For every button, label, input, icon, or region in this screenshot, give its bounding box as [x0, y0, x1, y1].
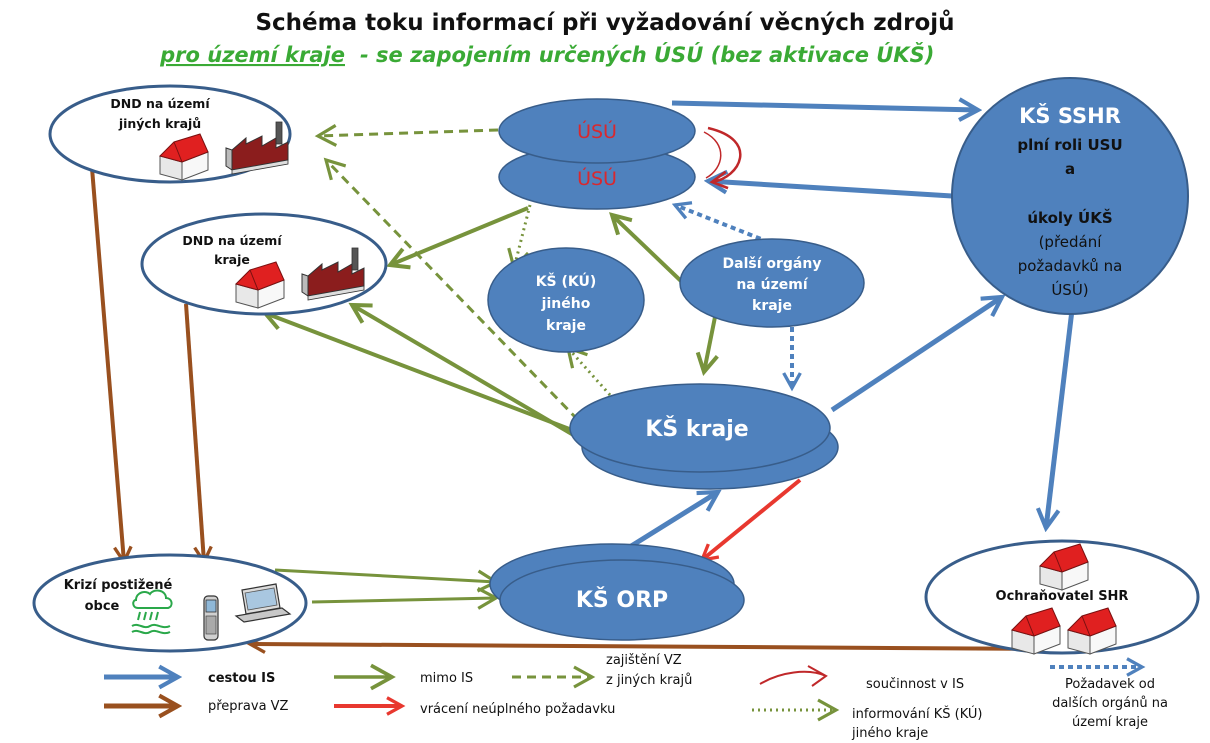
legend-request-line2: dalších orgánů na	[1052, 696, 1168, 711]
arrow-usu-cooperation-inner	[703, 131, 722, 179]
arrow-obce-to-orp-2	[311, 586, 500, 610]
arrow-orp-to-kraje	[626, 492, 718, 551]
legend-cooperation: součinnost v IS	[866, 677, 964, 692]
municipalities-shape	[32, 553, 308, 653]
ks-sshr-line1: KŠ SSHR	[1019, 103, 1121, 128]
legend-inform-line1: informování KŠ (KÚ)	[852, 706, 983, 722]
usu-top-shape	[498, 98, 696, 164]
usu-top-label: ÚSÚ	[577, 119, 617, 143]
other-bodies-line1: Další orgány	[723, 256, 822, 272]
arrow-kraje-to-orp-return	[702, 478, 802, 560]
arrow-other-organs-to-kraje	[704, 311, 716, 372]
ks-kraje-label: KŠ kraje	[645, 416, 748, 442]
legend-secure-vz-line1: zajištění VZ	[606, 653, 682, 668]
dnd-other-line1: DND na území	[110, 96, 210, 111]
legend-red-curve-arrow	[759, 665, 828, 687]
arrow-kraje-to-ksku	[565, 345, 612, 396]
other-bodies-shape	[679, 238, 865, 328]
node-protector: Ochraňovatel SHR	[924, 539, 1200, 655]
node-ks-orp: KŠ ORP	[489, 543, 745, 641]
usu-bottom-label: ÚSÚ	[577, 166, 617, 190]
node-ks-kraje: KŠ kraje	[569, 383, 839, 490]
legend-return-incomplete: vrácení neúplného požadavku	[420, 702, 615, 717]
ks-sshr-line5: (předání	[1039, 233, 1103, 251]
arrow-other-organs-to-usu	[612, 215, 684, 284]
ks-ku-line3: kraje	[546, 318, 586, 334]
legend-inform-line2: jiného kraje	[851, 726, 928, 741]
ks-sshr-shape	[951, 77, 1189, 315]
arrow-kraje-to-sshr	[830, 297, 1002, 413]
ks-sshr-line3: a	[1065, 160, 1075, 178]
ks-sshr-line4: úkoly ÚKŠ	[1027, 208, 1112, 227]
node-dnd-region: DND na území kraje	[140, 212, 388, 316]
municipalities-line1: Krizí postižené	[64, 578, 173, 593]
protector-shape	[924, 539, 1200, 655]
ks-ku-line2: jiného	[541, 296, 591, 312]
ks-ku-line1: KŠ (KÚ)	[536, 272, 597, 290]
legend-secure-vz-line2: z jiných krajů	[606, 673, 692, 688]
node-ks-ku: KŠ (KÚ) jiného kraje	[487, 247, 645, 353]
ks-sshr-line7: ÚSÚ)	[1051, 280, 1088, 299]
node-usu: ÚSÚ ÚSÚ	[498, 98, 696, 210]
legend: cestou IS mimo IS zajištění VZ z jiných …	[104, 653, 1168, 741]
arrow-kraje-to-dnd-region-1	[265, 313, 573, 432]
legend-request-line1: Požadavek od	[1065, 677, 1155, 692]
flood-icon	[131, 589, 173, 635]
arrow-dnd-other-to-obce	[90, 167, 124, 562]
arrow-sshr-to-usu	[708, 181, 953, 199]
dnd-region-line1: DND na území	[182, 233, 282, 248]
arrow-sshr-to-protector	[1046, 309, 1075, 528]
protector-label: Ochraňovatel SHR	[996, 589, 1129, 604]
dnd-other-line2: jiných krajů	[118, 116, 201, 131]
ks-kraje-shape	[569, 383, 831, 473]
ks-ku-shape	[487, 247, 645, 353]
phone-icon	[203, 595, 219, 641]
legend-via-is: cestou IS	[208, 671, 275, 686]
arrow-usu-to-dnd-other	[314, 124, 499, 147]
diagram-title: Schéma toku informací při vyžadování věc…	[255, 9, 954, 36]
arrow-kraje-to-dnd-region-2	[352, 305, 584, 442]
arrow-usu-to-dnd-region	[390, 206, 529, 265]
ks-orp-shape	[499, 559, 745, 641]
ks-sshr-line2: plní roli USU	[1017, 136, 1122, 154]
laptop-icon	[234, 583, 292, 623]
arrow-obce-to-orp-1	[274, 568, 500, 593]
arrow-kraje-to-dnd-other	[323, 157, 580, 422]
arrow-dnd-region-to-obce	[184, 303, 204, 562]
other-bodies-line3: kraje	[752, 298, 792, 314]
arrow-usu-to-sshr	[671, 103, 978, 110]
node-other-bodies: Další orgány na území kraje	[679, 238, 865, 328]
node-municipalities: Krizí postižené obce	[32, 553, 308, 653]
node-dnd-other: DND na území jiných krajů	[48, 84, 292, 184]
legend-outside-is: mimo IS	[420, 671, 473, 686]
arrow-usu-to-ksku	[507, 204, 532, 272]
other-bodies-line2: na území	[736, 277, 808, 293]
ks-orp-label: KŠ ORP	[576, 587, 668, 613]
subtitle-rest: - se zapojením určených ÚSÚ (bez aktivac…	[360, 42, 934, 67]
legend-transport: přeprava VZ	[208, 699, 289, 714]
node-ks-sshr: KŠ SSHR plní roli USU a úkoly ÚKŠ (předá…	[951, 77, 1189, 315]
municipalities-line2: obce	[85, 599, 120, 614]
legend-request-line3: území kraje	[1072, 715, 1148, 730]
dnd-region-line2: kraje	[214, 252, 250, 267]
subtitle-region: pro území kraje	[159, 43, 345, 67]
arrow-protector-to-obce	[250, 644, 1059, 649]
ks-sshr-line6: požadavků na	[1018, 257, 1123, 275]
arrow-usu-cooperation	[707, 126, 742, 190]
